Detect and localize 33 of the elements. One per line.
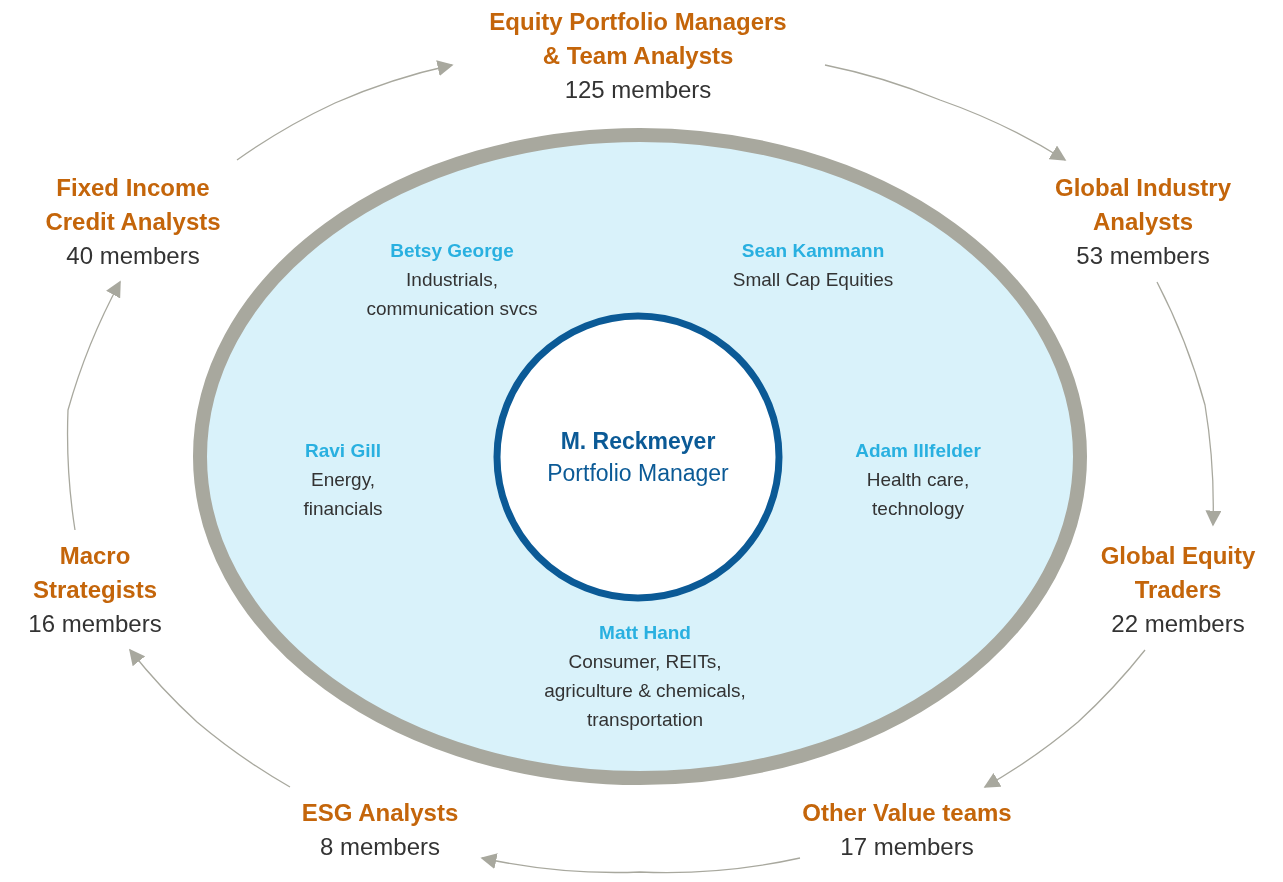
arrow [129,648,291,788]
team-name: Other Value teams [801,798,1013,828]
arrow [824,64,1067,161]
member-count: 53 members [1075,241,1211,271]
arrow [66,280,121,531]
team-name: Global Equity Traders [1099,541,1257,605]
member-count: 22 members [1110,609,1246,639]
analyst-name: Sean Kammann [740,239,886,263]
manager-name: M. Reckmeyer [560,427,716,456]
arrow [480,852,801,874]
coverage-text: Small Cap Equities [731,268,895,292]
team-name: Global Industry Analysts [1054,173,1232,237]
arrow [236,60,454,161]
analyst-name: Matt Hand [598,621,692,645]
member-count: 40 members [65,241,201,271]
manager-title: Portfolio Manager [547,459,729,488]
coverage-text: Health care, technology [865,468,971,521]
team-name: ESG Analysts [300,798,460,828]
team-name: Macro Strategists [31,541,158,605]
coverage-text: Energy, financials [302,468,384,521]
coverage-text: Industrials, communication svcs [365,268,539,321]
arrow [1156,281,1222,527]
member-count: 125 members [563,75,713,105]
team-name: Equity Portfolio Managers & Team Analysts [488,7,788,71]
member-count: 8 members [318,832,441,862]
member-count: 16 members [27,609,163,639]
analyst-name: Betsy George [389,239,515,263]
analyst-name: Adam Illfelder [854,439,982,463]
team-name: Fixed Income Credit Analysts [44,173,222,237]
coverage-text: Consumer, REITs, agriculture & chemicals, transportation [543,650,747,732]
member-count: 17 members [839,832,975,862]
analyst-name: Ravi Gill [304,439,382,463]
arrow [983,649,1146,788]
